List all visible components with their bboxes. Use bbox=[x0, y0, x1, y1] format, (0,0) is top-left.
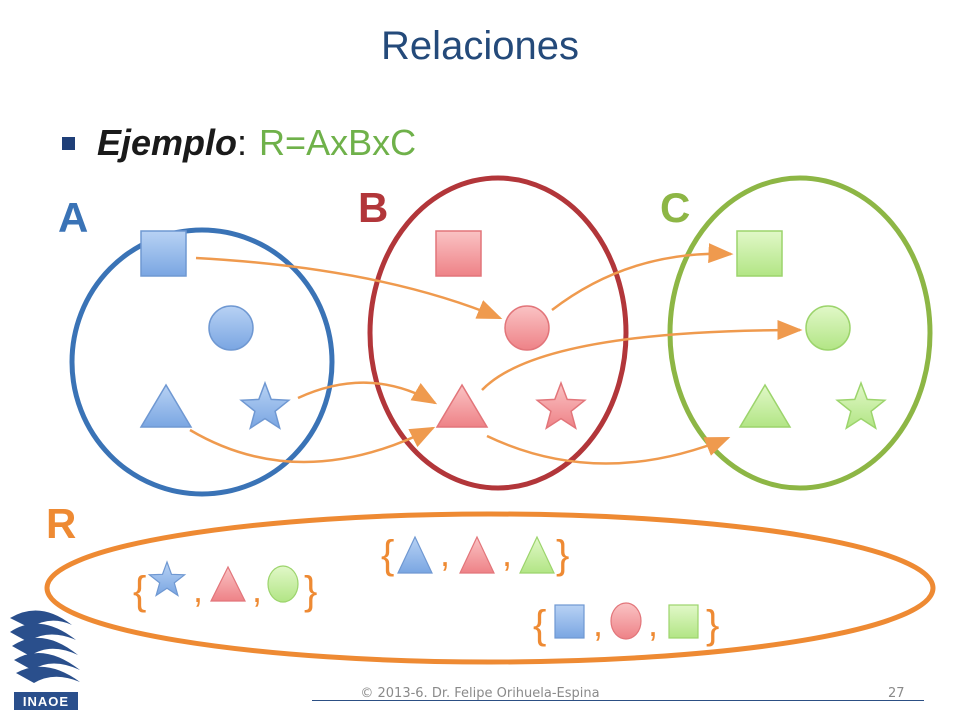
bullet-emphasis: Ejemplo bbox=[97, 122, 238, 163]
green-square-icon bbox=[668, 604, 699, 639]
tuple-open-brace: { bbox=[381, 533, 394, 577]
green-triangle-icon bbox=[519, 535, 555, 574]
svg-text:INAOE: INAOE bbox=[23, 694, 69, 709]
tuple-comma: , bbox=[193, 569, 203, 610]
set-a-circle-icon bbox=[208, 305, 254, 351]
set-b-square-icon bbox=[435, 230, 482, 277]
tuple-comma: , bbox=[252, 569, 262, 610]
set-a-star-icon bbox=[239, 380, 291, 430]
tuple-square-circle-square: { , , } bbox=[533, 602, 719, 647]
tuple-close-brace: } bbox=[556, 533, 569, 577]
set-a-ellipse bbox=[69, 227, 335, 497]
tuple-star-triangle-circle: { , , } bbox=[133, 560, 317, 613]
set-c-square-icon bbox=[736, 230, 783, 277]
arrow-a-triangle-to-b-triangle bbox=[189, 426, 436, 464]
arrow-b-triangle-to-c-circle bbox=[481, 320, 803, 391]
arrow-a-square-to-b-circle bbox=[195, 256, 503, 320]
relation-r-ellipse bbox=[44, 511, 936, 665]
slide-title: Relaciones bbox=[381, 24, 579, 68]
red-triangle-icon bbox=[459, 535, 495, 574]
green-circle-icon bbox=[267, 565, 299, 603]
tuple-comma: , bbox=[648, 603, 658, 644]
inaoe-logo: INAOE bbox=[10, 610, 80, 710]
tuple-comma: , bbox=[593, 603, 603, 644]
set-c-label: C bbox=[660, 184, 690, 231]
set-a-triangle-icon bbox=[139, 383, 193, 428]
set-c-circle-icon bbox=[805, 305, 851, 351]
tuple-comma: , bbox=[440, 533, 450, 574]
set-a-label: A bbox=[58, 194, 88, 241]
tuple-comma: , bbox=[502, 533, 512, 574]
tuple-open-brace: { bbox=[533, 603, 546, 647]
set-b-ellipse bbox=[367, 175, 629, 491]
set-a-square-icon bbox=[140, 230, 187, 277]
set-b-triangle-icon bbox=[435, 383, 489, 428]
arrow-b-triangle-to-c-triangle bbox=[486, 434, 731, 465]
red-triangle-icon bbox=[210, 565, 246, 602]
blue-triangle-icon bbox=[397, 535, 433, 574]
relation-r-label: R bbox=[46, 500, 76, 547]
set-b-label: B bbox=[358, 184, 388, 231]
red-circle-icon bbox=[610, 602, 642, 640]
tuple-close-brace: } bbox=[706, 603, 719, 647]
footer-divider bbox=[312, 700, 924, 701]
set-c-triangle-icon bbox=[738, 383, 792, 428]
arrow-a-star-to-b-triangle bbox=[297, 381, 438, 405]
blue-star-icon bbox=[147, 560, 187, 597]
tuple-triangle-triangle-triangle: { , , } bbox=[381, 533, 569, 577]
set-b-circle-icon bbox=[504, 305, 550, 351]
bullet-formula: R=AxBxC bbox=[259, 122, 417, 163]
footer-copyright: © 2013-6. Dr. Felipe Orihuela-Espina bbox=[360, 686, 600, 701]
bullet-square-icon bbox=[62, 136, 75, 150]
arrow-b-circle-to-c-square bbox=[551, 243, 734, 311]
tuple-close-brace: } bbox=[304, 569, 317, 613]
page-number: 27 bbox=[888, 686, 905, 701]
set-c-ellipse bbox=[667, 175, 933, 491]
set-b-star-icon bbox=[535, 380, 587, 430]
tuple-open-brace: { bbox=[133, 569, 146, 613]
bullet-separator: : bbox=[237, 122, 248, 163]
bullet-item: Ejemplo : R=AxBxC bbox=[62, 122, 416, 164]
blue-square-icon bbox=[554, 604, 585, 639]
set-c-star-icon bbox=[835, 380, 887, 430]
